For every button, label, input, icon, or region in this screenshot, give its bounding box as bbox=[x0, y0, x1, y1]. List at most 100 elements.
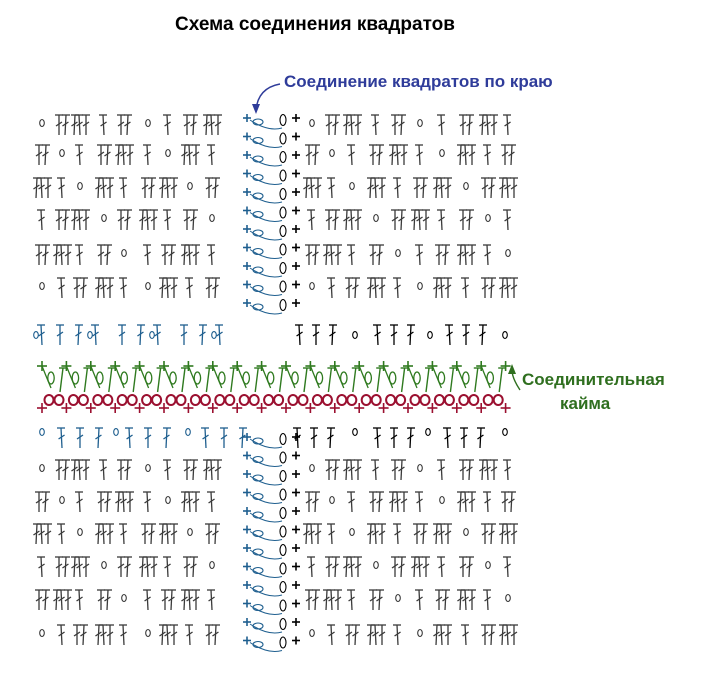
stitch-stem bbox=[102, 523, 105, 545]
stitch-stem bbox=[102, 459, 105, 481]
blue-single-crochet bbox=[243, 544, 251, 552]
stitch-stem bbox=[506, 556, 509, 578]
stitch-stem bbox=[400, 114, 403, 136]
stitch-cross bbox=[479, 121, 486, 127]
stitch-stem bbox=[188, 244, 191, 266]
stitch-cross bbox=[124, 563, 131, 569]
pattern-double-crochet bbox=[354, 209, 362, 230]
stitch-cross bbox=[343, 216, 350, 222]
blue-double-crochet bbox=[201, 427, 209, 449]
blue-join-curve bbox=[249, 531, 283, 541]
stitch-cross bbox=[161, 251, 169, 257]
stitch-cross bbox=[323, 251, 330, 257]
green-chain-loop bbox=[315, 371, 324, 385]
stitch-stem bbox=[150, 523, 153, 545]
stitch-stem bbox=[331, 324, 334, 346]
stitch-cross bbox=[484, 498, 491, 504]
stitch-stem bbox=[506, 459, 509, 481]
stitch-stem bbox=[440, 523, 443, 545]
stitch-stem bbox=[44, 144, 47, 166]
pattern-double-crochet bbox=[332, 209, 340, 231]
stitch-cross bbox=[435, 251, 443, 257]
pattern-double-crochet bbox=[369, 589, 377, 610]
blue-single-crochet bbox=[243, 507, 251, 515]
stitch-stem bbox=[334, 556, 337, 578]
stitch-cross bbox=[148, 184, 155, 190]
stitch-stem bbox=[409, 427, 412, 449]
stitch-cross bbox=[82, 466, 90, 472]
stitch-cross bbox=[390, 434, 398, 440]
stitch-stem bbox=[422, 523, 425, 545]
stitch-stem bbox=[490, 177, 493, 199]
pattern-double-crochet bbox=[461, 244, 469, 266]
green-double-crochet bbox=[83, 367, 89, 393]
pattern-double-crochet bbox=[205, 277, 213, 298]
pattern-double-crochet bbox=[192, 589, 200, 610]
stitch-stem bbox=[204, 427, 207, 449]
stitch-stem bbox=[146, 209, 149, 231]
pattern-double-crochet bbox=[104, 244, 112, 266]
stitch-cross bbox=[205, 631, 213, 637]
stitch-stem bbox=[490, 624, 493, 646]
stitch-cross bbox=[374, 331, 381, 337]
stitch-cross bbox=[389, 498, 396, 504]
stitch-cross bbox=[104, 498, 111, 504]
stitch-cross bbox=[62, 121, 69, 127]
black-join-loop bbox=[279, 132, 287, 145]
stitch-cross bbox=[367, 284, 374, 290]
pattern-double-crochet bbox=[393, 177, 401, 199]
stitch-stem bbox=[314, 144, 317, 166]
black-chain bbox=[352, 331, 358, 339]
red-picot-loop bbox=[102, 394, 114, 406]
stitch-cross bbox=[310, 434, 318, 440]
pattern-double-crochet bbox=[168, 589, 176, 611]
stitch-cross bbox=[205, 284, 213, 290]
stitch-cross bbox=[97, 498, 105, 504]
stitch-stem bbox=[161, 523, 164, 545]
pattern-double-crochet bbox=[35, 244, 43, 265]
stitch-stem bbox=[396, 277, 399, 299]
pattern-double-crochet bbox=[80, 277, 88, 299]
green-chain-loop bbox=[71, 371, 80, 385]
stitch-cross bbox=[164, 284, 171, 290]
stitch-stem bbox=[418, 589, 421, 611]
pattern-chain bbox=[505, 593, 511, 603]
stitch-cross bbox=[164, 216, 171, 222]
stitch-stem bbox=[418, 556, 421, 578]
border-label-line1: Соединительная bbox=[522, 370, 665, 389]
pattern-double-crochet bbox=[143, 589, 151, 611]
red-single-crochet bbox=[281, 403, 291, 413]
stitch-stem bbox=[354, 624, 357, 646]
black-join-loop bbox=[279, 261, 287, 275]
pattern-double-crochet bbox=[119, 144, 127, 166]
pattern-double-crochet bbox=[62, 459, 70, 481]
stitch-cross bbox=[168, 596, 175, 602]
pattern-double-crochet bbox=[82, 209, 90, 230]
stitch-cross bbox=[95, 284, 102, 290]
stitch-cross bbox=[42, 498, 49, 504]
red-single-crochet bbox=[85, 403, 96, 413]
black-join-loop bbox=[279, 280, 287, 293]
black-single-crochet bbox=[292, 525, 300, 534]
stitch-stem bbox=[374, 277, 377, 299]
black-join-loop bbox=[279, 113, 287, 127]
stitch-cross bbox=[457, 596, 464, 602]
stitch-stem bbox=[146, 491, 149, 513]
pattern-double-crochet bbox=[55, 209, 63, 230]
stitch-cross bbox=[438, 563, 445, 569]
blue-double-crochet bbox=[239, 427, 247, 449]
pattern-double-crochet bbox=[371, 624, 379, 646]
pattern-double-crochet bbox=[391, 556, 399, 577]
green-chain-arc bbox=[456, 365, 467, 389]
stitch-cross bbox=[308, 216, 315, 222]
stitch-cross bbox=[422, 216, 430, 222]
stitch-cross bbox=[203, 466, 210, 472]
blue-join-curve bbox=[249, 512, 283, 523]
stitch-stem bbox=[374, 523, 377, 545]
pattern-chain bbox=[329, 495, 335, 505]
green-chain-loop bbox=[47, 371, 55, 385]
stitch-cross bbox=[126, 434, 133, 440]
stitch-stem bbox=[334, 209, 337, 231]
pattern-double-crochet bbox=[400, 491, 408, 512]
stitch-cross bbox=[203, 121, 210, 127]
